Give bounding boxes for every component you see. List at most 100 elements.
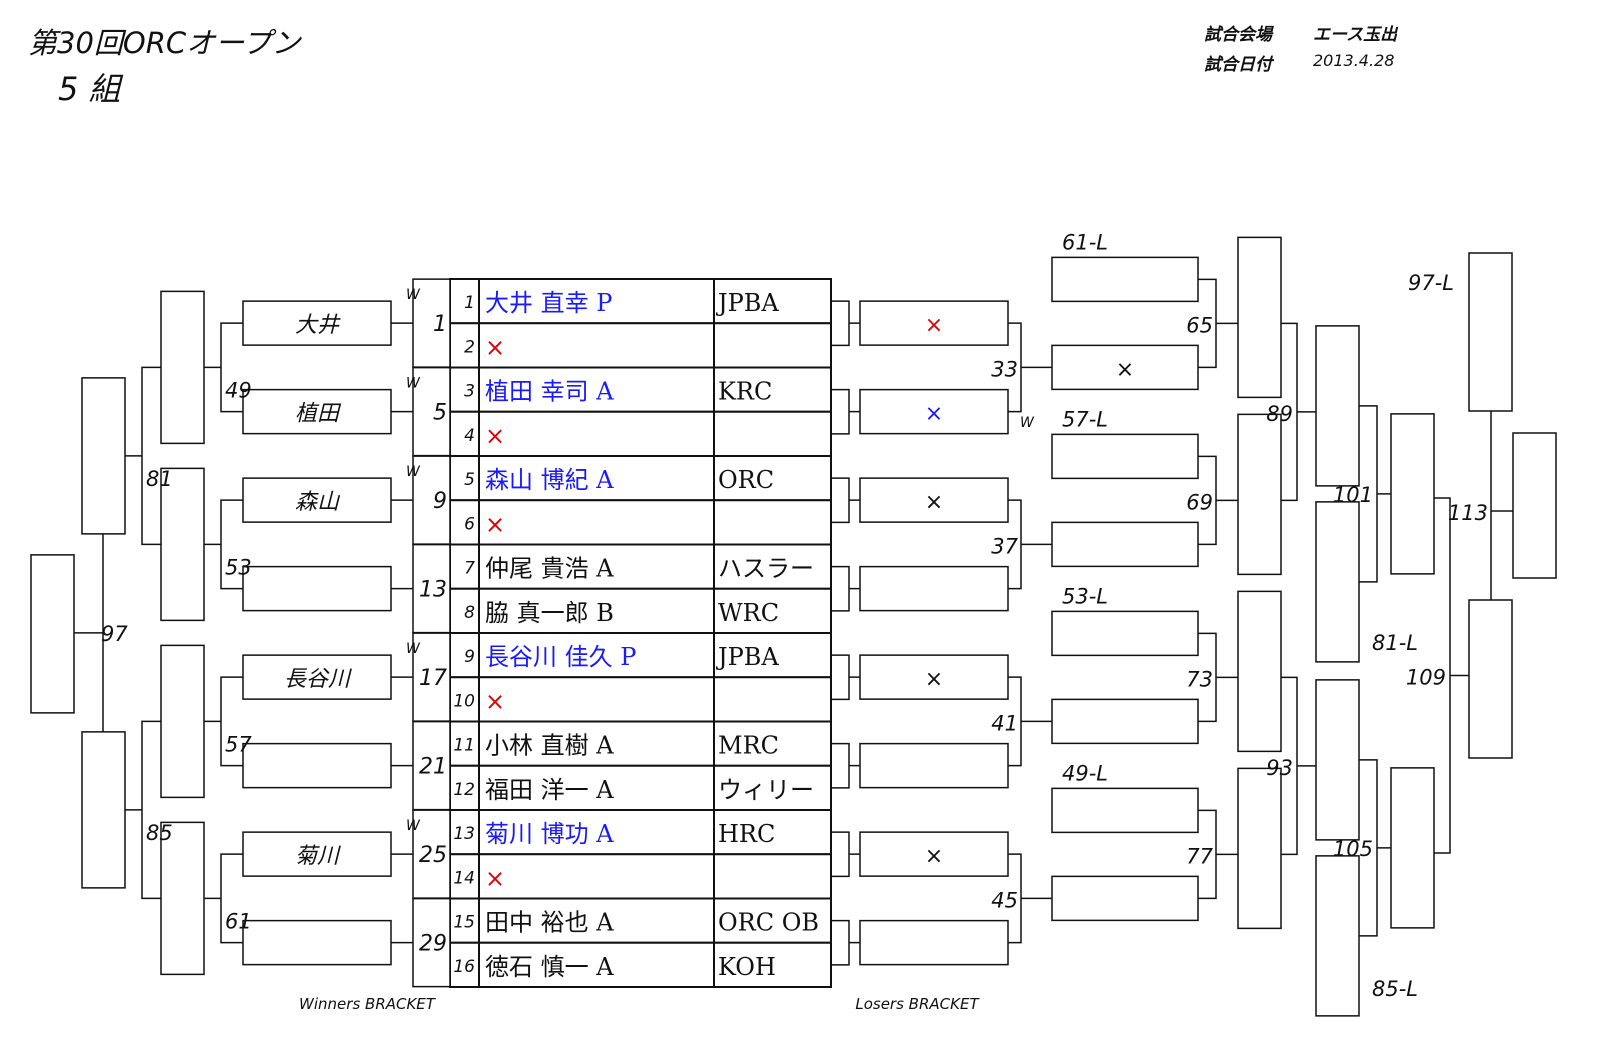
entry-row <box>449 897 832 944</box>
winners-r2-box <box>242 742 392 789</box>
losers-r2-drop-label: 57-L <box>1062 407 1108 431</box>
entry-name: 田中 裕也 A <box>485 909 614 937</box>
winners-r2-match-number: 49 <box>225 378 252 402</box>
entry-number: 4 <box>464 426 475 446</box>
entry-number: 10 <box>453 691 475 711</box>
winners-w-mark: W <box>406 376 421 392</box>
losers-r3-box <box>1237 413 1282 576</box>
entry-row <box>449 322 832 369</box>
entry-row <box>449 720 832 767</box>
winners-r1-box <box>412 366 451 457</box>
winners-r3-match-number: 81 <box>146 467 173 491</box>
losers-r1-box <box>859 300 1009 346</box>
entry-name: 大井 直幸 P <box>485 289 612 317</box>
winners-r1-match-number: 21 <box>419 755 447 780</box>
losers-r2-bottom-box <box>1051 344 1199 391</box>
losers-r1-match-number: 45 <box>991 888 1018 912</box>
losers-r1-mark: × <box>925 667 943 692</box>
winners-r3-box <box>160 821 205 976</box>
winners-w-mark: W <box>406 818 421 834</box>
losers-r2-bottom-box <box>1051 521 1199 568</box>
winners-w-mark: W <box>406 641 421 657</box>
losers-r4-drop-label: 85-L <box>1372 977 1418 1001</box>
losers-r3-box <box>1237 590 1282 753</box>
date-value: 2013.4.28 <box>1313 51 1395 70</box>
entry-number: 15 <box>453 913 475 933</box>
entry-number: 8 <box>464 603 475 623</box>
losers-bracket-line <box>831 654 850 701</box>
entry-name: 福田 洋一 A <box>485 776 614 804</box>
venue-label: 試合会場 <box>1204 25 1272 45</box>
losers-r6-drop-box <box>1468 252 1513 412</box>
winners-r2-name: 森山 <box>295 490 341 515</box>
venue-value: エース玉出 <box>1313 25 1398 45</box>
entry-club: JPBA <box>715 289 779 317</box>
losers-r3-box <box>1237 767 1282 930</box>
losers-r2-match-number: 77 <box>1186 844 1213 868</box>
losers-r1-box <box>859 742 1009 789</box>
losers-r4-match-number: 101 <box>1333 483 1373 507</box>
losers-r2-bottom-box <box>1051 698 1199 745</box>
winners-r1-box <box>412 632 451 722</box>
losers-r2-top-box <box>1051 433 1199 480</box>
winners-r1-match-number: 29 <box>419 932 447 957</box>
losers-r2-mark: × <box>1116 357 1134 382</box>
losers-r2-match-number: 69 <box>1186 490 1213 514</box>
winners-r1-match-number: 9 <box>433 489 447 514</box>
entry-club: KOH <box>718 953 776 981</box>
entry-row <box>449 941 832 988</box>
winners-r2-name: 長谷川 <box>284 667 352 692</box>
losers-bracket-line <box>831 477 850 524</box>
entry-club: ウィリー <box>718 776 814 804</box>
winners-r2-match-number: 53 <box>225 555 252 579</box>
entry-number: 5 <box>464 470 475 490</box>
winners-final-match-number: 97 <box>101 622 128 646</box>
date-label: 試合日付 <box>1204 55 1272 75</box>
entry-name: 森山 博紀 A <box>485 466 614 494</box>
entry-name: × <box>485 687 505 715</box>
winners-r2-name: 大井 <box>295 313 341 338</box>
losers-bracket-label: Losers BRACKET <box>855 995 980 1013</box>
losers-r1-match-number: 41 <box>991 711 1018 735</box>
entry-row <box>449 632 832 679</box>
losers-r1-box <box>859 654 1009 700</box>
losers-r4-box <box>1315 325 1360 487</box>
winners-r3-box <box>160 467 205 622</box>
winners-final-box <box>30 554 75 714</box>
entry-number: 13 <box>453 824 475 844</box>
losers-w-mark: W <box>1020 415 1035 431</box>
entry-club: HRC <box>718 820 775 848</box>
losers-r1-box <box>859 919 1009 966</box>
entry-row <box>449 410 832 457</box>
winners-r1-box <box>412 720 451 811</box>
entry-number: 1 <box>464 293 475 313</box>
winners-r2-match-number: 57 <box>225 732 252 756</box>
winners-r3-box <box>160 644 205 799</box>
winners-r2-match-number: 61 <box>225 909 252 933</box>
losers-r1-box <box>859 388 1009 435</box>
losers-r1-match-number: 37 <box>991 534 1018 558</box>
entry-club: MRC <box>718 732 779 760</box>
entry-name: × <box>485 422 505 450</box>
winners-r2-box <box>242 388 392 435</box>
losers-r3-match-number: 93 <box>1266 756 1293 780</box>
losers-final-box <box>1512 432 1557 579</box>
losers-r1-box <box>859 477 1009 523</box>
entry-club: ORC OB <box>718 909 819 937</box>
losers-r2-bottom-box <box>1051 875 1199 922</box>
losers-r3-box <box>1237 236 1282 399</box>
winners-w-mark: W <box>406 287 421 303</box>
losers-r5-box <box>1390 413 1435 575</box>
entry-name: 菊川 博功 A <box>485 820 614 848</box>
winners-bracket-line <box>141 366 161 546</box>
winners-r1-box <box>412 897 451 988</box>
entry-number: 6 <box>464 514 475 534</box>
entry-number: 7 <box>464 559 475 579</box>
entry-number: 12 <box>453 780 475 800</box>
entry-club: WRC <box>718 599 779 627</box>
winners-r4-box <box>81 377 126 535</box>
entry-number: 14 <box>453 868 475 888</box>
entry-club: JPBA <box>715 643 779 671</box>
losers-r1-box <box>859 565 1009 612</box>
